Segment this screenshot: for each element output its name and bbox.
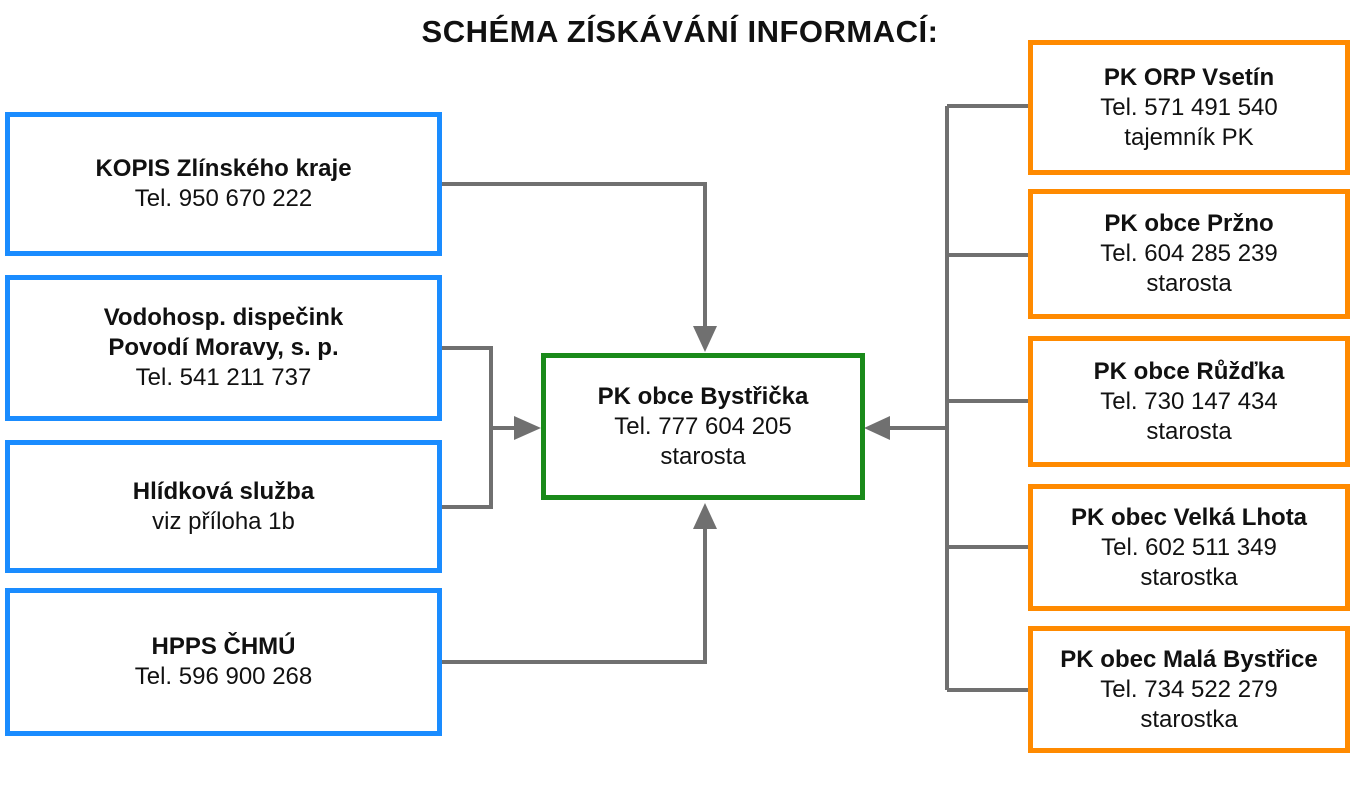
source-name: KOPIS Zlínského kraje [95, 155, 352, 182]
recipient-phone: Tel. 604 285 239 [1100, 240, 1278, 267]
recipient-name: PK obec Velká Lhota [1070, 503, 1308, 531]
diagram-title: SCHÉMA ZÍSKÁVÁNÍ INFORMACÍ: [421, 14, 939, 49]
source-box-kopis: KOPIS Zlínského kraje Tel. 950 670 222 [5, 112, 442, 256]
recipient-box-mala-bystrice: PK obec Malá Bystřice Tel. 734 522 279 s… [1028, 626, 1350, 753]
center-role: starosta [660, 442, 746, 470]
arrowhead-top [693, 326, 717, 352]
recipient-phone: Tel. 602 511 349 [1101, 533, 1277, 561]
recipient-name: PK ORP Vsetín [1103, 63, 1275, 91]
arrowhead-bottom [693, 503, 717, 529]
recipient-name: PK obec Malá Bystřice [1060, 645, 1318, 673]
arrowhead-left [514, 416, 541, 440]
source-name-line2: Povodí Moravy, s. p. [108, 334, 339, 361]
source-detail: Tel. 950 670 222 [134, 185, 313, 212]
source-name: Hlídková služba [132, 477, 315, 505]
source-detail: Tel. 596 900 268 [134, 663, 313, 690]
recipient-phone: Tel. 571 491 540 [1100, 93, 1278, 121]
connector-vodohosp [440, 346, 493, 509]
arrowhead-right [864, 416, 890, 440]
recipient-role: starosta [1146, 270, 1232, 297]
recipient-phone: Tel. 730 147 434 [1100, 387, 1278, 415]
connector-hpps [440, 525, 707, 664]
recipient-role: tajemník PK [1124, 123, 1254, 151]
recipient-role: starostka [1140, 705, 1238, 733]
recipient-box-velka-lhota: PK obec Velká Lhota Tel. 602 511 349 sta… [1028, 484, 1350, 611]
connector-kopis [440, 182, 707, 330]
center-box: PK obce Bystřička Tel. 777 604 205 staro… [541, 353, 865, 500]
source-detail: Tel. 541 211 737 [135, 364, 312, 391]
source-name: Vodohosp. dispečink [103, 304, 344, 331]
recipient-box-orp-vsetin: PK ORP Vsetín Tel. 571 491 540 tajemník … [1028, 40, 1350, 175]
source-box-vodohosp: Vodohosp. dispečink Povodí Moravy, s. p.… [5, 275, 442, 421]
source-box-hlidkova: Hlídková služba viz příloha 1b [5, 440, 442, 573]
recipient-box-ruzdka: PK obce Růžďka Tel. 730 147 434 starosta [1028, 336, 1350, 467]
recipient-role: starostka [1140, 563, 1238, 591]
recipient-name: PK obce Pržno [1104, 210, 1274, 237]
center-phone: Tel. 777 604 205 [614, 412, 792, 440]
source-box-hpps: HPPS ČHMÚ Tel. 596 900 268 [5, 588, 442, 736]
source-detail: viz příloha 1b [152, 507, 295, 535]
source-name: HPPS ČHMÚ [151, 633, 296, 660]
recipient-phone: Tel. 734 522 279 [1100, 675, 1278, 703]
recipient-role: starosta [1146, 417, 1232, 445]
recipient-name: PK obce Růžďka [1093, 357, 1285, 385]
recipient-box-przno: PK obce Pržno Tel. 604 285 239 starosta [1028, 189, 1350, 319]
center-name: PK obce Bystřička [597, 382, 809, 410]
